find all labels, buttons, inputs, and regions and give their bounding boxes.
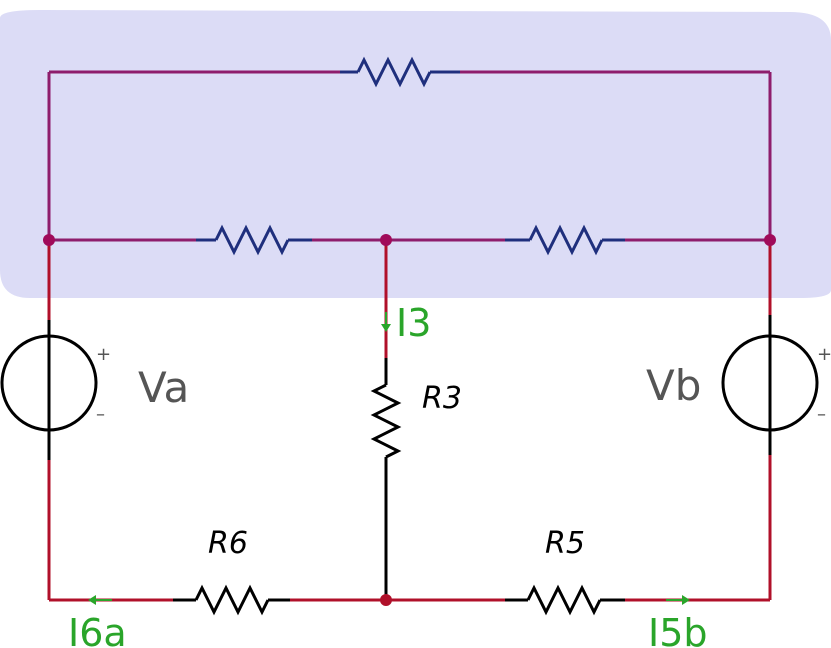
vb-minus-sign: – <box>817 404 826 425</box>
resistor-top <box>340 56 460 88</box>
i3-label: I3 <box>396 301 431 345</box>
r3-label: R3 <box>422 381 462 416</box>
node-right <box>764 234 776 246</box>
purple-wires <box>47 70 772 242</box>
node-bottom <box>380 594 392 606</box>
va-minus-sign: – <box>96 404 105 425</box>
resistor-middle-right <box>505 224 625 256</box>
vb-plus-sign: + <box>817 344 831 365</box>
voltage-source-vb: + – <box>721 315 831 455</box>
source-a-label: Va <box>138 363 189 412</box>
resistor-r6 <box>173 584 290 616</box>
current-arrow-i6a <box>88 595 112 605</box>
va-plus-sign: + <box>96 344 111 365</box>
voltage-source-va: + – <box>0 320 111 460</box>
source-b-label: Vb <box>646 361 701 410</box>
r6-label: R6 <box>208 526 248 561</box>
resistor-r3 <box>370 358 402 600</box>
node-center <box>380 234 392 246</box>
current-arrow-i5b <box>666 595 690 605</box>
resistor-r5 <box>505 584 625 616</box>
node-left <box>43 234 55 246</box>
resistor-middle-left <box>196 224 312 256</box>
current-arrow-i3 <box>381 312 391 332</box>
i6a-label: I6a <box>68 611 127 648</box>
highlight-region <box>0 10 831 298</box>
r5-label: R5 <box>545 526 585 561</box>
i5b-label: I5b <box>648 611 708 648</box>
